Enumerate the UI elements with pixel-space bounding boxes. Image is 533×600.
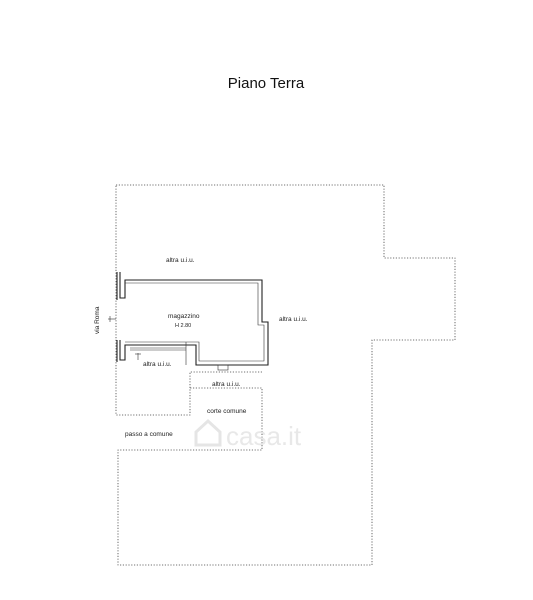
door-step	[217, 364, 229, 371]
label-courtyard: corte comune	[207, 408, 247, 415]
label-altra-uiu-top: altra u.i.u.	[166, 257, 195, 264]
arrow-icon	[108, 316, 116, 322]
watermark: casa.it	[194, 418, 302, 451]
house-icon	[194, 418, 222, 447]
room-name: magazzino	[168, 313, 200, 320]
label-altra-uiu-right: altra u.i.u.	[279, 316, 308, 323]
label-altra-uiu-bottom: altra u.i.u.	[212, 381, 241, 388]
magazzino-walls	[116, 272, 269, 371]
watermark-text: casa.it	[226, 421, 302, 451]
room-height: H 2.80	[175, 323, 191, 329]
label-street: via Roma	[94, 306, 101, 334]
plan-title: Piano Terra	[228, 75, 305, 92]
label-altra-uiu-small: altra u.i.u.	[143, 361, 172, 368]
property-boundary	[115, 184, 456, 566]
label-passage: passo a comune	[125, 431, 173, 438]
stair-icon	[135, 353, 141, 360]
